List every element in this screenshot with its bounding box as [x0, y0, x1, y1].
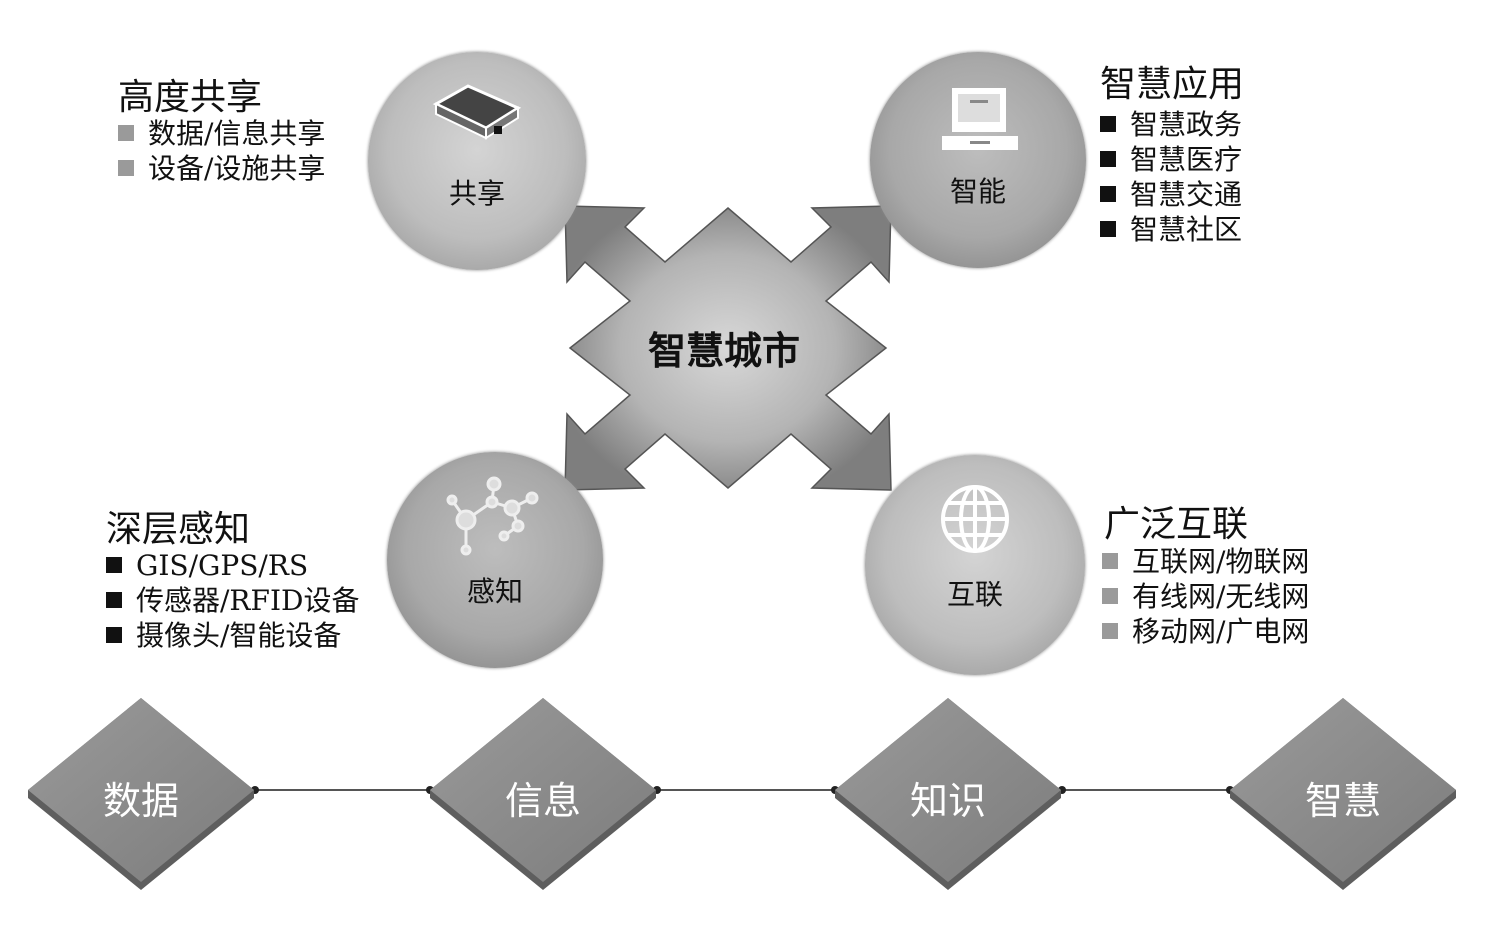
list-item: 互联网/物联网 [1102, 544, 1309, 579]
circle-label: 感知 [466, 575, 523, 608]
list-item: 有线网/无线网 [1102, 579, 1309, 614]
smart-list: 智慧政务 智慧医疗 智慧交通 智慧社区 [1100, 107, 1242, 247]
list-item: 传感器/RFID设备 [106, 583, 359, 618]
list-item: 智慧交通 [1100, 177, 1242, 212]
chain-knowledge: 知识 [909, 779, 986, 823]
connect-list: 互联网/物联网 有线网/无线网 移动网/广电网 [1102, 544, 1309, 649]
square-bullet-icon [118, 160, 134, 176]
share-title: 高度共享 [118, 77, 263, 118]
smart-title: 智慧应用 [1100, 64, 1245, 105]
hard-drive-icon [432, 84, 522, 140]
computer-icon [942, 88, 1018, 150]
square-bullet-icon [1100, 221, 1116, 237]
circle-sense: 感知 [387, 452, 603, 668]
list-item: 智慧医疗 [1100, 142, 1242, 177]
chain-wisdom: 智慧 [1304, 779, 1381, 823]
list-item: GIS/GPS/RS [106, 548, 359, 583]
square-bullet-icon [1100, 116, 1116, 132]
list-item: 智慧社区 [1100, 212, 1242, 247]
connect-title: 广泛互联 [1104, 504, 1249, 545]
chain-data: 数据 [102, 779, 179, 823]
list-item: 数据/信息共享 [118, 116, 325, 151]
square-bullet-icon [106, 627, 122, 643]
square-bullet-icon [1102, 623, 1118, 639]
circle-connect: 互联 [865, 455, 1085, 675]
list-item: 设备/设施共享 [118, 151, 325, 186]
square-bullet-icon [1102, 553, 1118, 569]
square-bullet-icon [118, 125, 134, 141]
globe-icon [941, 485, 1009, 553]
list-item: 摄像头/智能设备 [106, 618, 359, 653]
circle-label: 智能 [949, 175, 1006, 208]
square-bullet-icon [106, 557, 122, 573]
circle-share: 共享 [368, 52, 586, 270]
network-nodes-icon [446, 476, 539, 556]
circle-smart: 智能 [870, 52, 1086, 268]
list-item: 智慧政务 [1100, 107, 1242, 142]
cross-arrow-shape [564, 205, 892, 491]
square-bullet-icon [106, 592, 122, 608]
share-list: 数据/信息共享 设备/设施共享 [118, 116, 325, 186]
chain-diamonds [28, 698, 1456, 890]
list-item: 移动网/广电网 [1102, 614, 1309, 649]
sense-title: 深层感知 [106, 509, 251, 550]
square-bullet-icon [1100, 186, 1116, 202]
circle-label: 互联 [946, 578, 1003, 611]
circle-label: 共享 [448, 177, 505, 210]
square-bullet-icon [1102, 588, 1118, 604]
sense-list: GIS/GPS/RS 传感器/RFID设备 摄像头/智能设备 [106, 548, 359, 653]
chain-information: 信息 [504, 779, 581, 823]
square-bullet-icon [1100, 151, 1116, 167]
center-title: 智慧城市 [648, 328, 801, 373]
